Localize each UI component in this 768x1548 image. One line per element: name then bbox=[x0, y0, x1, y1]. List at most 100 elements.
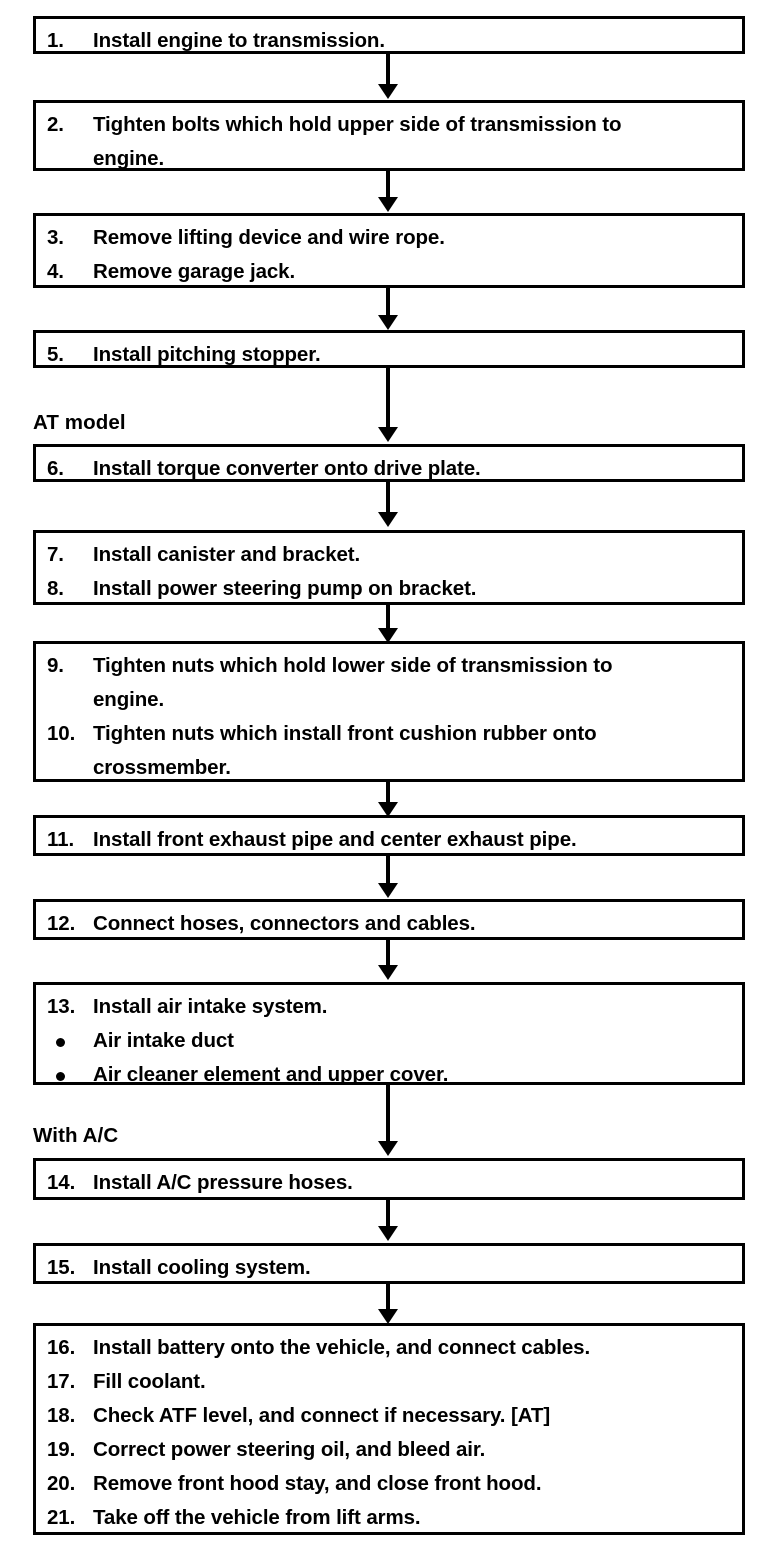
step-text: Remove front hood stay, and close front … bbox=[93, 1472, 542, 1495]
connector-8-9 bbox=[386, 856, 390, 886]
step-number: 12. bbox=[47, 912, 76, 935]
step-text: Remove garage jack. bbox=[93, 260, 296, 283]
flow-box-6: 7. Install canister and bracket. 8. Inst… bbox=[33, 530, 745, 605]
step-text: Take off the vehicle from lift arms. bbox=[93, 1506, 421, 1529]
step-item-15: 15. Install cooling system. bbox=[36, 1251, 742, 1285]
arrowhead-3-4 bbox=[378, 315, 398, 330]
flow-box-12: 15. Install cooling system. bbox=[33, 1243, 745, 1284]
bullet-text: Air intake duct bbox=[93, 1029, 234, 1052]
step-item-13: 13. Install air intake system. bbox=[36, 990, 742, 1024]
step-text: Connect hoses, connectors and cables. bbox=[93, 912, 476, 935]
step-number: 14. bbox=[47, 1171, 76, 1194]
step-number: 9. bbox=[47, 654, 64, 677]
step-item-19: 19. Correct power steering oil, and blee… bbox=[36, 1433, 742, 1467]
step-item-17: 17. Fill coolant. bbox=[36, 1365, 742, 1399]
step-item-2: 2. Tighten bolts which hold upper side o… bbox=[36, 108, 742, 176]
step-number: 10. bbox=[47, 722, 76, 745]
step-text-line1: Tighten nuts which install front cushion… bbox=[93, 722, 597, 745]
step-number: 11. bbox=[47, 828, 75, 851]
step-text-line2: crossmember. bbox=[93, 756, 231, 779]
arrowhead-4-5 bbox=[378, 427, 398, 442]
connector-3-4 bbox=[386, 288, 390, 318]
arrowhead-8-9 bbox=[378, 883, 398, 898]
step-number: 6. bbox=[47, 457, 64, 480]
connector-11-12 bbox=[386, 1200, 390, 1228]
arrowhead-1-2 bbox=[378, 84, 398, 99]
section-label-at-model: AT model bbox=[33, 412, 132, 434]
flow-box-3: 3. Remove lifting device and wire rope. … bbox=[33, 213, 745, 288]
bullet-dot-icon bbox=[56, 1072, 65, 1081]
step-number: 1. bbox=[47, 29, 64, 52]
arrowhead-10-11 bbox=[378, 1141, 398, 1156]
step-text: Install front exhaust pipe and center ex… bbox=[93, 828, 577, 851]
step-item-11: 11. Install front exhaust pipe and cente… bbox=[36, 823, 742, 857]
step-item-1: 1. Install engine to transmission. bbox=[36, 24, 742, 58]
flow-box-1: 1. Install engine to transmission. bbox=[33, 16, 745, 54]
step-number: 16. bbox=[47, 1336, 76, 1359]
step-number: 7. bbox=[47, 543, 64, 566]
arrowhead-5-6 bbox=[378, 512, 398, 527]
flow-box-11: 14. Install A/C pressure hoses. bbox=[33, 1158, 745, 1200]
step-number: 21. bbox=[47, 1506, 76, 1529]
connector-5-6 bbox=[386, 482, 390, 514]
bullet-dot-icon bbox=[56, 1038, 65, 1047]
arrowhead-11-12 bbox=[378, 1226, 398, 1241]
step-text: Install A/C pressure hoses. bbox=[93, 1171, 353, 1194]
connector-9-10 bbox=[386, 940, 390, 968]
connector-6-7 bbox=[386, 605, 390, 635]
step-number: 3. bbox=[47, 226, 64, 249]
step-text-line2: engine. bbox=[93, 147, 165, 170]
step-text: Correct power steering oil, and bleed ai… bbox=[93, 1438, 486, 1461]
step-item-7: 7. Install canister and bracket. bbox=[36, 538, 742, 572]
connector-4-5 bbox=[386, 368, 390, 430]
step-number: 8. bbox=[47, 577, 64, 600]
step-item-3: 3. Remove lifting device and wire rope. bbox=[36, 221, 742, 255]
flow-box-4: 5. Install pitching stopper. bbox=[33, 330, 745, 368]
bullet-item-2: Air cleaner element and upper cover. bbox=[36, 1058, 742, 1092]
flow-box-13: 16. Install battery onto the vehicle, an… bbox=[33, 1323, 745, 1535]
step-text: Install pitching stopper. bbox=[93, 343, 321, 366]
step-number: 2. bbox=[47, 113, 64, 136]
flow-box-9: 12. Connect hoses, connectors and cables… bbox=[33, 899, 745, 940]
step-number: 15. bbox=[47, 1256, 76, 1279]
step-number: 19. bbox=[47, 1438, 76, 1461]
step-item-9: 9. Tighten nuts which hold lower side of… bbox=[36, 649, 742, 717]
bullet-item-1: Air intake duct bbox=[36, 1024, 742, 1058]
step-item-21: 21. Take off the vehicle from lift arms. bbox=[36, 1501, 742, 1535]
step-item-4: 4. Remove garage jack. bbox=[36, 255, 742, 289]
step-item-20: 20. Remove front hood stay, and close fr… bbox=[36, 1467, 742, 1501]
step-text: Remove lifting device and wire rope. bbox=[93, 226, 445, 249]
step-text: Tighten nuts which install front cushion… bbox=[93, 717, 742, 785]
step-number: 4. bbox=[47, 260, 64, 283]
step-item-14: 14. Install A/C pressure hoses. bbox=[36, 1166, 742, 1200]
step-item-12: 12. Connect hoses, connectors and cables… bbox=[36, 907, 742, 941]
step-text-line1: Tighten bolts which hold upper side of t… bbox=[93, 113, 622, 136]
arrowhead-12-13 bbox=[378, 1309, 398, 1324]
step-number: 20. bbox=[47, 1472, 76, 1495]
step-item-5: 5. Install pitching stopper. bbox=[36, 338, 742, 372]
step-text: Install canister and bracket. bbox=[93, 543, 361, 566]
flow-box-5: 6. Install torque converter onto drive p… bbox=[33, 444, 745, 482]
step-number: 13. bbox=[47, 995, 76, 1018]
step-text: Tighten nuts which hold lower side of tr… bbox=[93, 649, 742, 717]
connector-10-11 bbox=[386, 1085, 390, 1144]
step-text: Install engine to transmission. bbox=[93, 29, 385, 52]
section-label-with-ac: With A/C bbox=[33, 1125, 125, 1147]
arrowhead-6-7 bbox=[378, 628, 398, 643]
step-text: Check ATF level, and connect if necessar… bbox=[93, 1404, 551, 1427]
connector-1-2 bbox=[386, 54, 390, 86]
arrowhead-7-8 bbox=[378, 802, 398, 817]
bullet-text: Air cleaner element and upper cover. bbox=[93, 1063, 449, 1086]
step-item-16: 16. Install battery onto the vehicle, an… bbox=[36, 1331, 742, 1365]
flow-box-8: 11. Install front exhaust pipe and cente… bbox=[33, 815, 745, 856]
step-item-8: 8. Install power steering pump on bracke… bbox=[36, 572, 742, 606]
connector-12-13 bbox=[386, 1284, 390, 1312]
step-number: 17. bbox=[47, 1370, 76, 1393]
step-item-10: 10. Tighten nuts which install front cus… bbox=[36, 717, 742, 785]
step-text: Install cooling system. bbox=[93, 1256, 311, 1279]
flow-box-10: 13. Install air intake system. Air intak… bbox=[33, 982, 745, 1086]
arrowhead-2-3 bbox=[378, 197, 398, 212]
step-text: Install air intake system. bbox=[93, 995, 328, 1018]
step-text: Install power steering pump on bracket. bbox=[93, 577, 477, 600]
step-text: Install torque converter onto drive plat… bbox=[93, 457, 481, 480]
